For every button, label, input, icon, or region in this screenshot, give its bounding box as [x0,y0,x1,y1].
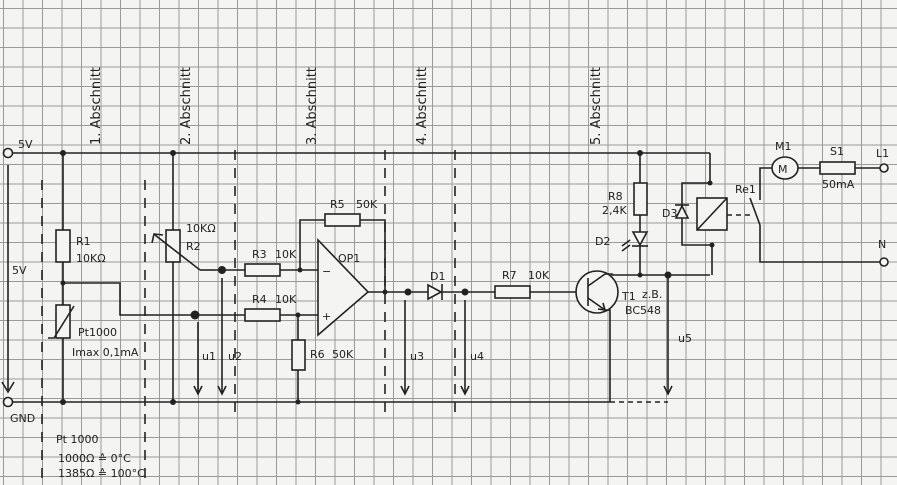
pt1000-notes: Pt 1000 1000Ω ≙ 0°C 1385Ω ≙ 100°C [56,433,145,480]
svg-text:R7: R7 [502,269,517,282]
svg-text:u1: u1 [202,350,216,363]
n-terminal [879,257,889,267]
svg-text:Pt1000: Pt1000 [78,326,117,339]
svg-text:50mA: 50mA [822,178,855,191]
svg-text:10K: 10K [275,293,297,306]
svg-text:OP1: OP1 [338,252,360,265]
svg-text:M1: M1 [775,140,792,153]
svg-text:−: − [322,265,331,278]
r1-resistor: R1 10KΩ [55,153,106,305]
section-labels: 1. Abschnitt 2. Abschnitt 3. Abschnitt 4… [89,67,604,145]
supply-terminal [2,147,14,159]
svg-text:u5: u5 [678,332,692,345]
r2-potentiometer: 10KΩ R2 [151,153,216,402]
r5-feedback-resistor: R5 50K [299,198,386,292]
svg-text:u2: u2 [228,350,242,363]
svg-text:50K: 50K [332,348,354,361]
relay-re1: Re1 [681,153,756,275]
relay-switch [749,167,880,263]
svg-text:50K: 50K [356,198,378,211]
l1-label: L1 [876,147,889,160]
svg-text:2,4K: 2,4K [602,204,627,217]
d1-diode: D1 [427,270,445,301]
svg-text:+: + [322,310,331,323]
motor-m1: M M1 [771,140,799,180]
ground-rail: GND [2,396,668,425]
svg-text:10K: 10K [528,269,550,282]
ground-terminal [2,396,14,408]
supply-voltage-label: 5V [12,264,27,277]
svg-text:D1: D1 [430,270,445,283]
svg-text:10K: 10K [275,248,297,261]
svg-text:Imax 0,1mA: Imax 0,1mA [72,346,139,359]
op-amp: − + OP1 [317,238,370,337]
svg-text:D3: D3 [662,207,677,220]
svg-text:u3: u3 [410,350,424,363]
section-1-label: 1. Abschnitt [89,67,104,145]
voltage-arrows: u1 u2 u3 u4 u5 [193,275,692,396]
svg-text:R3: R3 [252,248,267,261]
svg-text:u4: u4 [470,350,484,363]
supply-rail: 5V [2,138,710,159]
r4-resistor: R4 10K [244,293,297,322]
svg-text:M: M [778,163,788,176]
svg-text:R4: R4 [252,293,267,306]
r7-resistor: R7 10K [494,269,550,299]
pt1000-sensor: Pt1000 Imax 0,1mA [48,304,139,402]
ground-label: GND [10,412,35,425]
svg-text:10KΩ: 10KΩ [186,222,216,235]
section-4-label: 4. Abschnitt [415,67,430,145]
l1-terminal [879,163,889,173]
svg-text:R2: R2 [186,240,201,253]
n-label: N [878,238,886,251]
svg-text:R5: R5 [330,198,345,211]
fuse-s1: S1 50mA [819,145,856,191]
svg-text:S1: S1 [830,145,844,158]
svg-text:R1: R1 [76,235,91,248]
d2-led: D2 [595,231,649,275]
r6-resistor: R6 50K [291,315,354,402]
t1-transistor: T1 z.B. BC548 [575,270,710,402]
section-2-label: 2. Abschnitt [179,67,194,145]
supply-label: 5V [18,138,33,151]
section-5-label: 5. Abschnitt [589,67,604,145]
r3-resistor: R3 10K [244,248,297,277]
svg-text:1385Ω ≙ 100°C: 1385Ω ≙ 100°C [58,467,145,480]
svg-text:z.B.: z.B. [642,288,662,301]
supply-voltage-arrow: 5V [1,165,27,394]
svg-text:D2: D2 [595,235,610,248]
svg-text:1000Ω ≙ 0°C: 1000Ω ≙ 0°C [58,452,131,465]
svg-text:R8: R8 [608,190,623,203]
svg-text:Pt 1000: Pt 1000 [56,433,98,446]
r8-resistor: R8 2,4K [602,153,648,232]
svg-text:10KΩ: 10KΩ [76,252,106,265]
section-3-label: 3. Abschnitt [305,67,320,145]
svg-text:Re1: Re1 [735,183,756,196]
svg-text:R6: R6 [310,348,325,361]
svg-text:BC548: BC548 [625,304,661,317]
svg-text:T1: T1 [621,290,636,303]
d3-diode: D3 [662,204,690,220]
